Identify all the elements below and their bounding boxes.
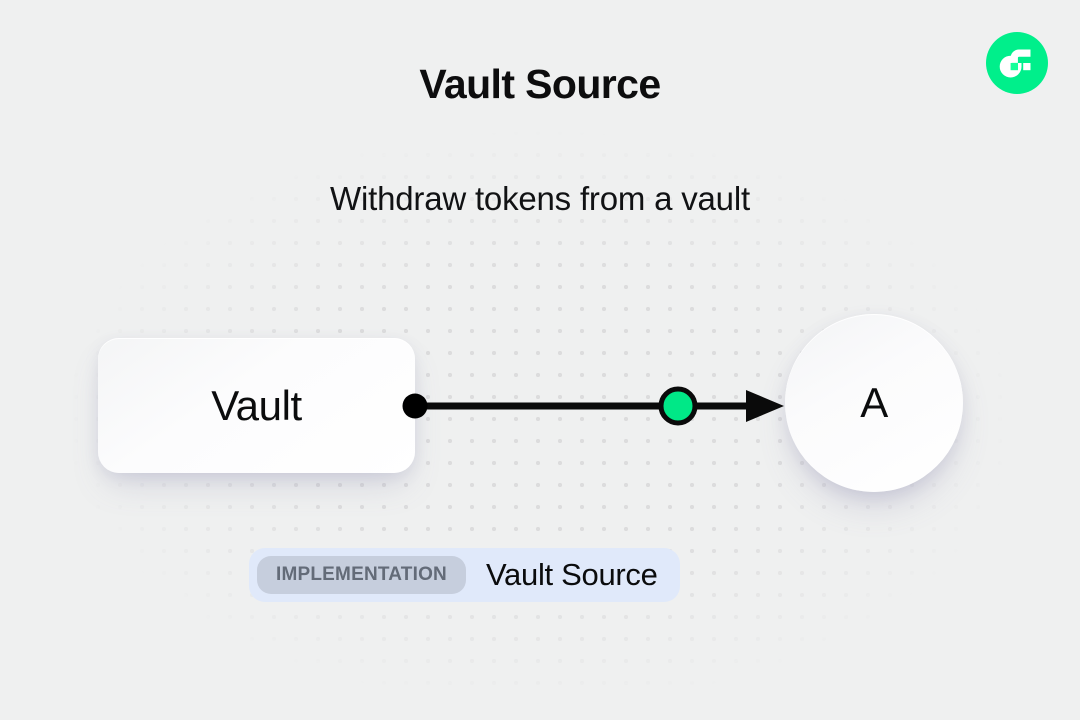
node-vault-label: Vault <box>211 381 302 429</box>
node-vault[interactable]: Vault <box>98 338 415 473</box>
page-title: Vault Source <box>419 61 661 107</box>
flow-logo-icon <box>986 32 1048 94</box>
page-subtitle: Withdraw tokens from a vault <box>330 180 750 217</box>
arrow-head-right-icon <box>746 390 784 422</box>
implementation-name: Vault Source <box>485 557 658 592</box>
edge-midpoint-dot-icon[interactable] <box>658 386 698 426</box>
node-a-label: A <box>860 379 888 426</box>
implementation-badge: IMPLEMENTATION <box>257 556 466 594</box>
node-a[interactable]: A <box>785 314 963 492</box>
implementation-pill[interactable]: IMPLEMENTATION Vault Source <box>249 548 680 602</box>
output-port-dot-icon[interactable] <box>402 393 428 419</box>
